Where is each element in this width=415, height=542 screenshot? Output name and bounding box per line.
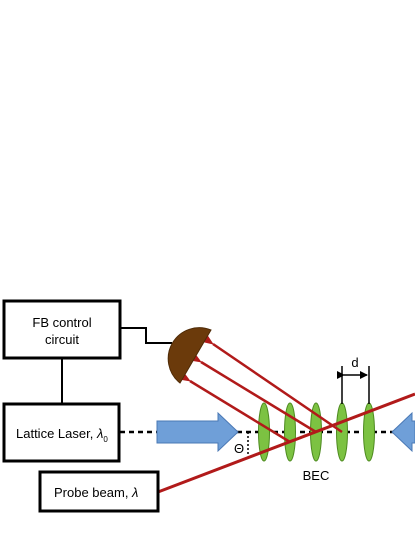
lattice-arrow-right: [391, 411, 415, 453]
probe-beam-label: Probe beam,: [54, 485, 132, 500]
spacing-label: d: [351, 355, 358, 370]
bec-cloud-2: [284, 402, 296, 462]
fb-to-detector-wire: [120, 327, 172, 344]
angle-label: Θ: [234, 441, 244, 456]
fb-control-label-line2: circuit: [45, 332, 79, 347]
lattice-laser-lambda: λ: [96, 426, 103, 441]
spacing-marker: d: [337, 355, 370, 404]
reflected-beam-2: [191, 353, 317, 434]
lattice-laser-subscript: 0: [103, 435, 108, 444]
lattice-laser-box: Lattice Laser, λ0: [2, 402, 121, 463]
bec-cloud-1: [258, 402, 270, 462]
svg-text:Probe beam, λ: Probe beam, λ: [54, 485, 138, 500]
probe-beam-box: Probe beam, λ: [38, 470, 160, 513]
reflected-beam-1: [203, 335, 343, 434]
fb-control-label-line1: FB control: [32, 315, 91, 330]
lattice-arrow-left: [156, 411, 239, 453]
photodetector: [167, 327, 212, 384]
bec-label: BEC: [303, 468, 330, 483]
fb-control-circuit-box: FB control circuit: [2, 299, 122, 360]
probe-beam-line: [157, 392, 415, 494]
lattice-laser-label: Lattice Laser,: [16, 426, 97, 441]
probe-beam-lambda: λ: [131, 485, 138, 500]
reflected-beam-3: [180, 372, 291, 444]
svg-text:Lattice Laser, λ0: Lattice Laser, λ0: [16, 426, 108, 444]
